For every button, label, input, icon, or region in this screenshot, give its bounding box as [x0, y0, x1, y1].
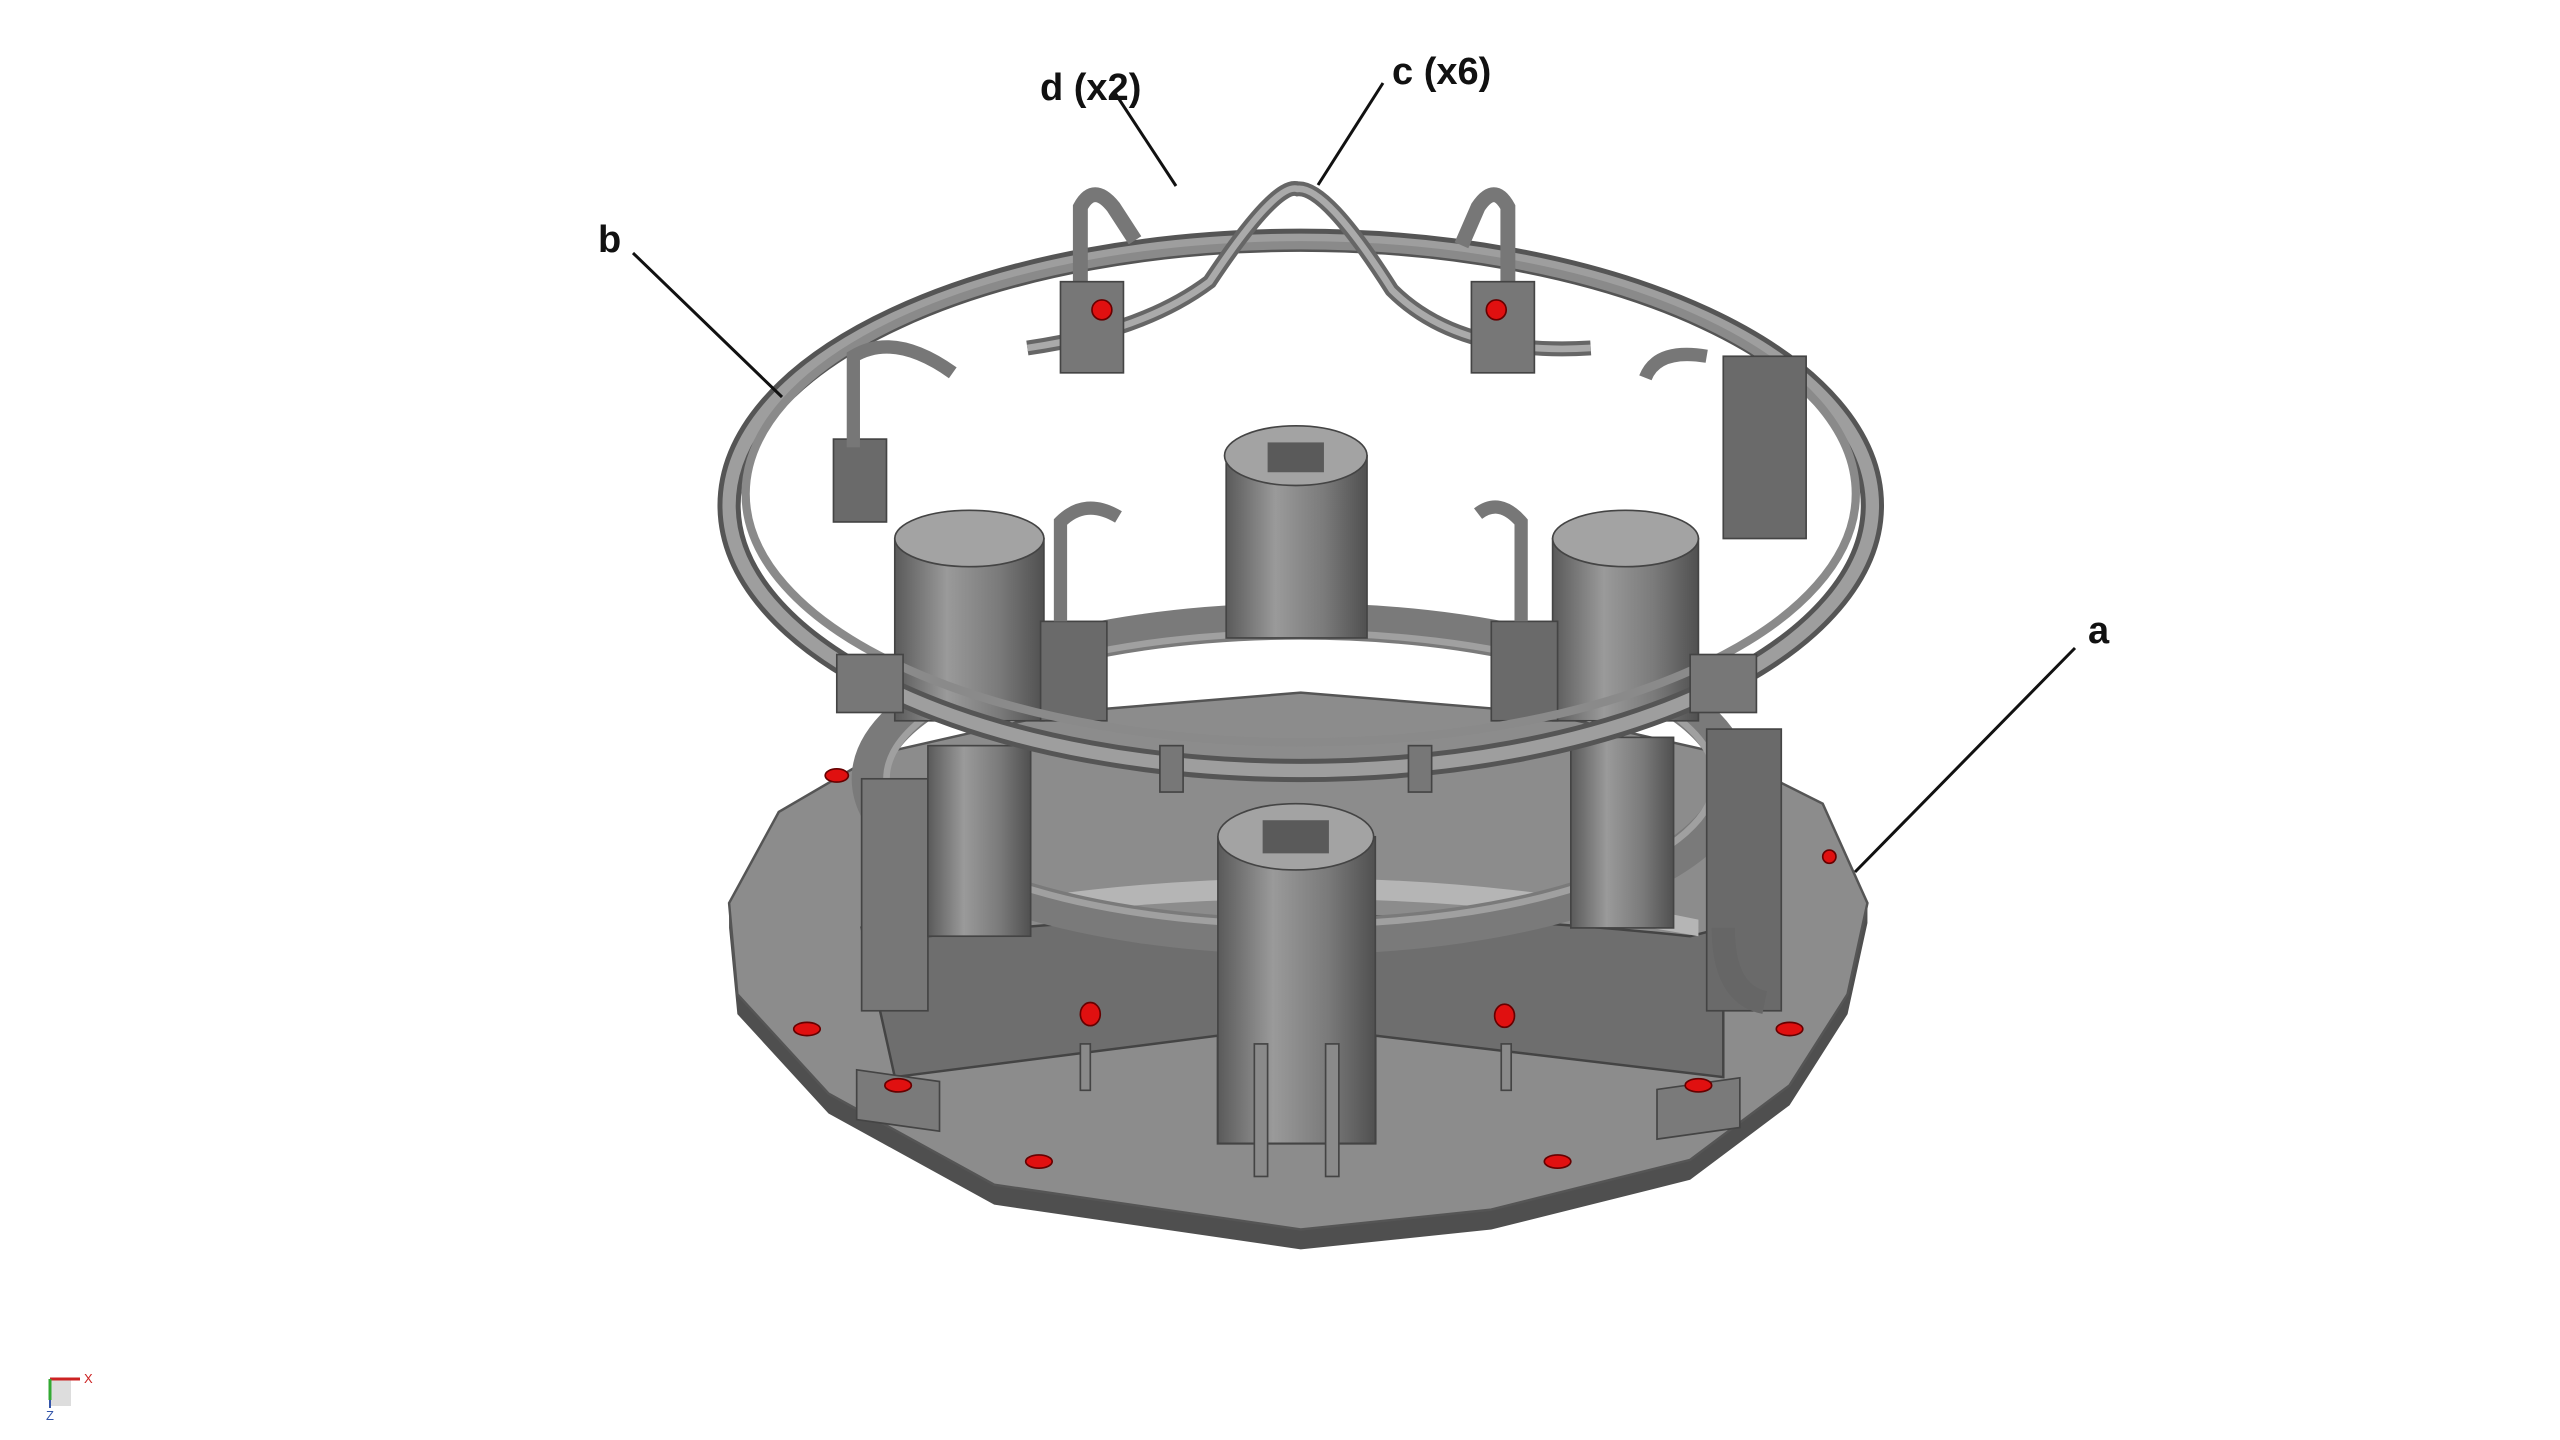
leader-c — [1316, 82, 1385, 186]
callout-a: a — [2088, 610, 2110, 652]
coordinate-axis-triad-icon: X Z — [46, 1371, 93, 1423]
callout-d: d (x2) — [1040, 67, 1141, 109]
leader-a — [1853, 646, 2077, 874]
leader-d — [1113, 92, 1178, 187]
leader-b — [631, 251, 784, 399]
lower-cylinders — [855, 736, 1741, 1178]
axis-x-label: X — [84, 1371, 93, 1386]
red-ports — [792, 299, 1837, 1170]
tube-ring — [717, 228, 1885, 793]
assembly-drawing — [717, 181, 1885, 1250]
upper-cylinders — [893, 425, 1700, 722]
nozzles-c — [846, 187, 1708, 622]
axis-z-label: Z — [46, 1408, 54, 1423]
callout-b: b — [598, 219, 621, 261]
callout-leaders — [631, 82, 2077, 874]
callout-c: c (x6) — [1392, 51, 1491, 93]
